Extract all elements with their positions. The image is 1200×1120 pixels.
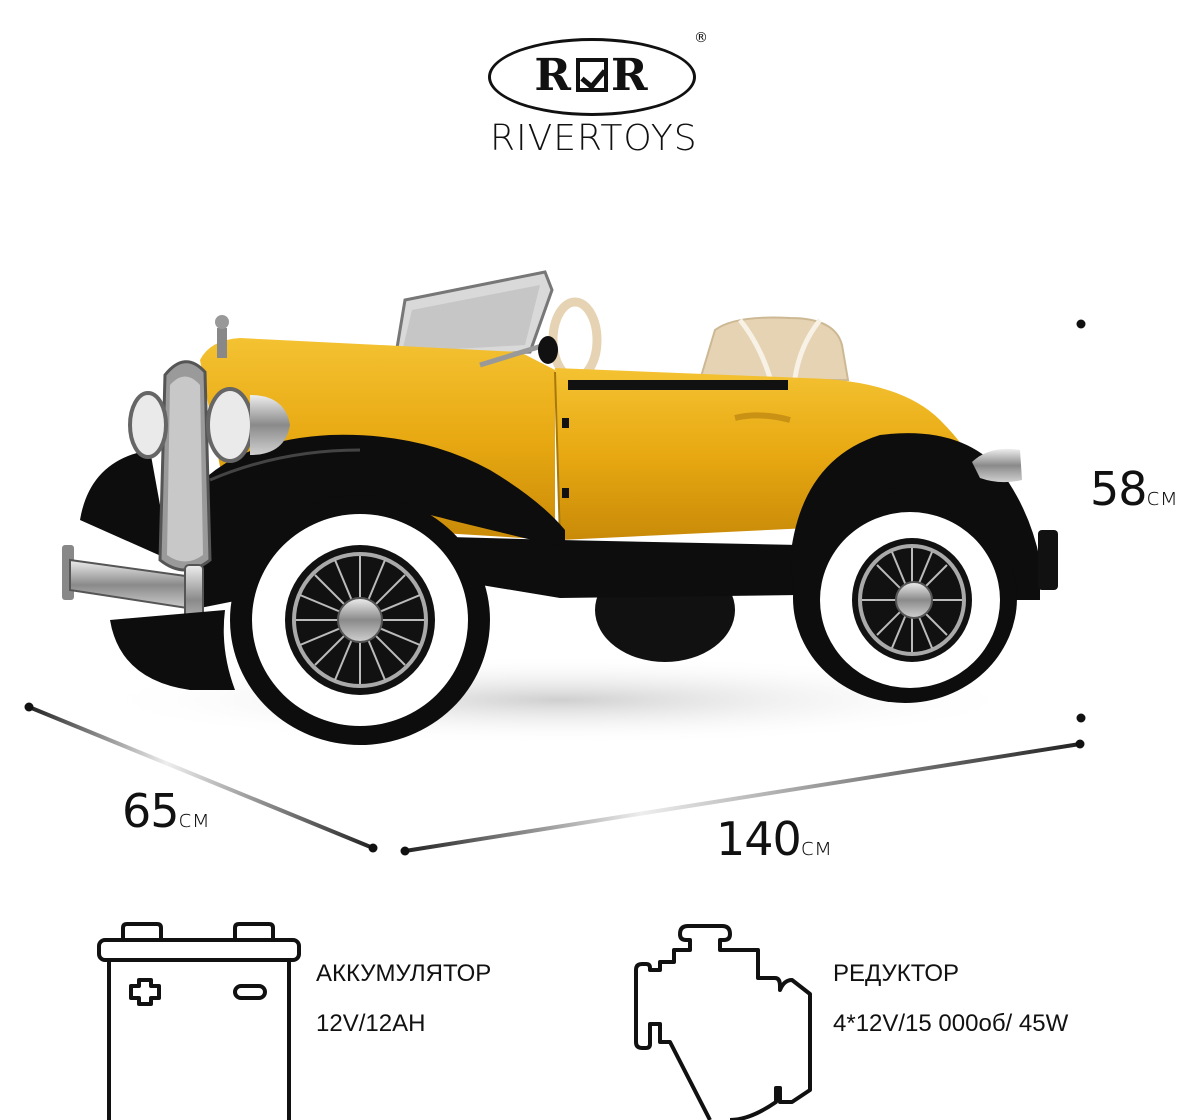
length-dimension-line — [400, 739, 1085, 856]
brand-name: RIVERTOYS — [490, 118, 698, 159]
grille — [158, 360, 212, 572]
battery-spec-title: АККУМУЛЯТОР — [316, 960, 492, 987]
logo-oval — [488, 38, 696, 116]
length-label: 140см — [716, 812, 832, 866]
registered-mark: ® — [694, 30, 708, 46]
height-dimension-line — [1076, 319, 1086, 723]
width-value: 65 — [122, 784, 180, 838]
logo-letter-right: R — [611, 50, 650, 101]
height-unit: см — [1146, 483, 1178, 511]
headlights — [128, 387, 290, 463]
front-fender — [80, 434, 565, 610]
engine-spec-value: 4*12V/15 000об/ 45W — [833, 1010, 1069, 1037]
width-label: 65см — [122, 784, 210, 838]
front-far-wheel — [110, 610, 235, 690]
length-unit: см — [800, 833, 833, 861]
engine-icon — [634, 924, 812, 1120]
width-dimension-line — [24, 702, 378, 853]
steering-wheel — [548, 297, 602, 383]
hood-ornament — [215, 315, 229, 358]
logo-letter-left: R — [534, 50, 573, 101]
battery-icon — [97, 922, 301, 1120]
rear-light — [972, 448, 1022, 483]
windshield — [393, 270, 554, 362]
front-wheel — [230, 495, 490, 745]
height-value: 58 — [1090, 462, 1148, 516]
width-unit: см — [178, 805, 210, 833]
checkbox-icon — [576, 58, 608, 92]
height-label: 58см — [1090, 462, 1178, 516]
rear-wheel — [793, 493, 1017, 703]
seat — [698, 316, 850, 381]
engine-spec-title: РЕДУКТОР — [833, 960, 960, 987]
battery-spec-value: 12V/12AH — [316, 1010, 426, 1037]
side-mirror — [479, 336, 558, 368]
length-value: 140 — [716, 812, 802, 866]
rear-fender — [790, 433, 1058, 600]
